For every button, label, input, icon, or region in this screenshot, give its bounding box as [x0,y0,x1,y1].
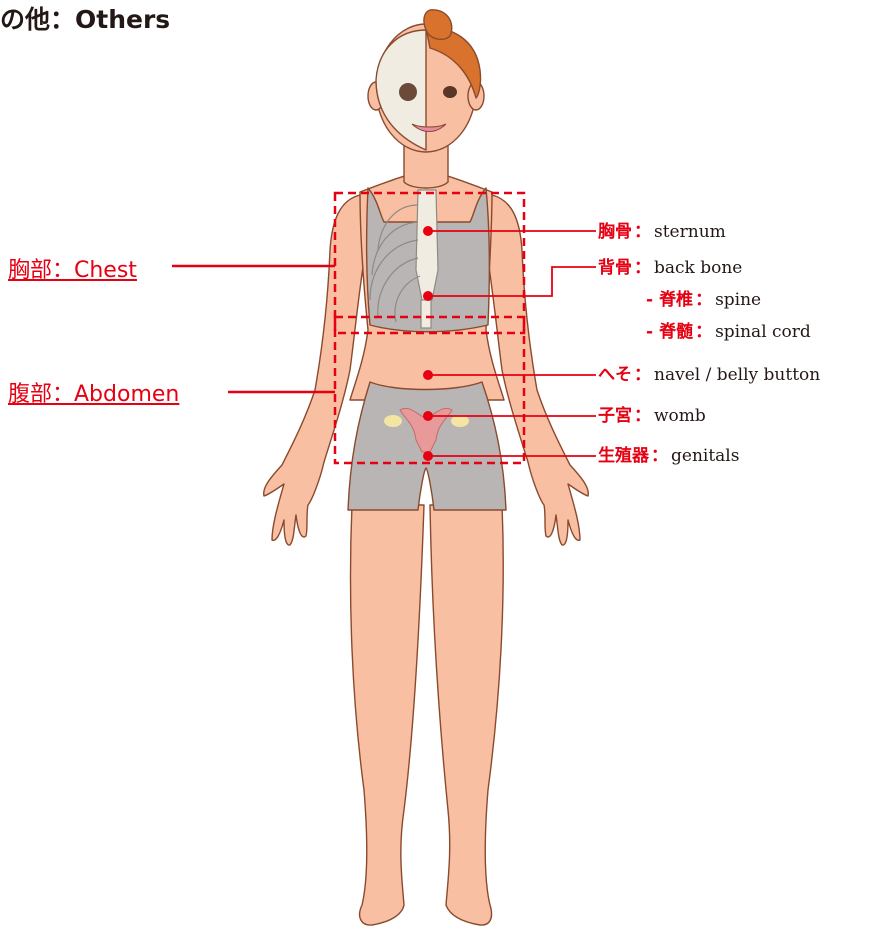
back-bone-label: 背骨：back bone [598,258,742,278]
womb-dot [423,411,433,421]
page-heading: の他：Others [0,0,170,36]
genitals-jp: 生殖器 [598,446,649,466]
back-bone-dot [423,291,433,301]
navel-colon: ： [634,365,651,385]
vertebrae [421,300,431,328]
skull-eye-socket [399,83,417,101]
female-figure [264,10,589,925]
womb-label: 子宮：womb [598,406,706,426]
spinal-cord-en: spinal cord [715,322,811,342]
navel-en: navel / belly button [654,365,820,385]
back-bone-en: back bone [654,258,742,278]
chest-region-label: 胸部：Chest [8,252,137,284]
genitals-colon: ： [651,446,668,466]
spine-label: -脊椎：spine [646,290,761,310]
right-eye [443,86,457,98]
spinal-cord-dash: - [646,322,653,342]
sternum-dot [423,226,433,236]
back-bone-colon: ： [634,258,651,278]
sternum-jp: 胸骨 [598,222,632,242]
womb-jp: 子宮 [598,406,632,426]
genitals-dot [423,451,433,461]
spinal-cord-jp: 脊髄 [659,322,693,342]
back-bone-jp: 背骨 [598,258,632,278]
womb-en: womb [654,406,706,426]
sternum-colon: ： [634,222,651,242]
genitals-en: genitals [671,446,739,466]
sternum-bone [416,190,438,300]
womb-colon: ： [634,406,651,426]
spine-dash: - [646,290,653,310]
spinal-cord-colon: ： [695,322,712,342]
spinal-cord-label: -脊髄：spinal cord [646,322,811,342]
spine-en: spine [715,290,761,310]
sternum-en: sternum [654,222,726,242]
genitals-label: 生殖器：genitals [598,446,739,466]
left-leg [351,505,425,925]
spine-jp: 脊椎 [659,290,693,310]
navel-label: へそ：navel / belly button [598,365,820,385]
right-leg [430,505,503,925]
navel-dot [423,370,433,380]
abdomen-region-label: 腹部：Abdomen [8,376,179,408]
left-ovary [384,415,402,427]
spine-colon: ： [695,290,712,310]
navel-jp: へそ [598,365,632,385]
sternum-label: 胸骨：sternum [598,222,726,242]
